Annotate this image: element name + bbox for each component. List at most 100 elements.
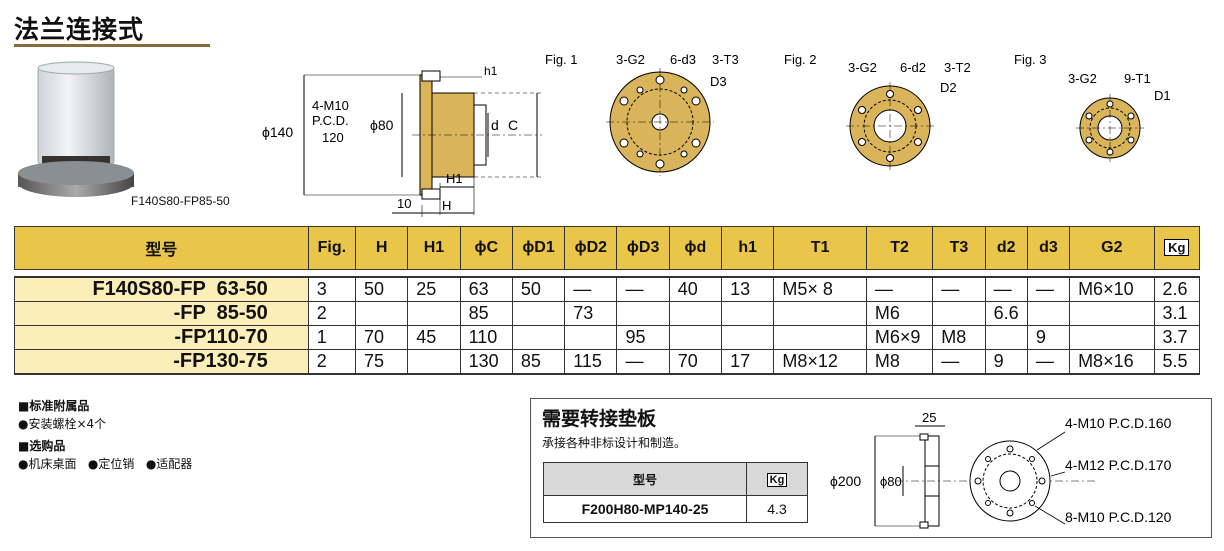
adapter-drawing: 25 ϕ200 ϕ80 4-M10 P.C.D.160 4-M12 P.C.D.…	[830, 410, 1172, 529]
fig2-d: 6-d2	[900, 60, 926, 75]
title-underline	[14, 44, 210, 47]
table-cell	[1069, 301, 1155, 326]
col-header: ϕd	[668, 226, 723, 270]
figure-3: Fig. 3 3-G2 9-T1 D1	[1014, 52, 1171, 162]
col-header: T3	[932, 226, 986, 270]
table-cell	[1026, 301, 1071, 326]
model-cell: F140S80-FP 63-50	[14, 276, 309, 302]
table-cell: M6×9	[865, 325, 934, 350]
adapter-callout-1: 4-M10 P.C.D.160	[1065, 415, 1172, 431]
fig3-D: D1	[1154, 88, 1171, 103]
fig3-t: 9-T1	[1124, 71, 1151, 86]
col-header: h1	[721, 226, 775, 270]
table-cell	[984, 325, 1028, 350]
fig1-d: 6-d3	[670, 52, 696, 67]
adapter-callout-2: 4-M12 P.C.D.170	[1065, 457, 1172, 473]
table-cell	[616, 301, 670, 326]
fig2-g: 3-G2	[848, 60, 877, 75]
col-header: H	[354, 226, 409, 270]
adapter-col-model: 型号	[543, 462, 747, 496]
table-cell: 63	[459, 276, 513, 302]
table-cell: 3.7	[1153, 325, 1201, 350]
dim-10: 10	[397, 196, 411, 211]
table-cell	[511, 301, 566, 326]
page-title: 法兰连接式	[14, 15, 145, 44]
table-cell: 9	[984, 349, 1028, 375]
table-cell	[407, 301, 461, 326]
dim-m10-line1: 4-M10	[312, 98, 349, 113]
table-cell: 115	[564, 349, 618, 375]
photo-caption: F140S80-FP85-50	[131, 194, 230, 208]
fig1-label: Fig. 1	[545, 52, 578, 67]
optional-title: ■选购品	[18, 439, 66, 453]
col-header: ϕD2	[564, 226, 618, 270]
table-cell	[354, 301, 409, 326]
table-cell: —	[1026, 276, 1071, 302]
table-cell: 95	[616, 325, 670, 350]
product-photo	[18, 61, 134, 197]
table-cell: 9	[1026, 325, 1071, 350]
table-cell: 75	[354, 349, 409, 375]
figure-2: Fig. 2 3-G2 6-d2 3-T2 D2	[784, 52, 971, 170]
table-cell: 85	[511, 349, 566, 375]
standard-accessories-title: ■标准附属品	[18, 399, 90, 413]
model-cell: -FP 85-50	[14, 301, 309, 326]
section-drawing: h1 ϕ140 4-M10 P.C.D. 120 ϕ80 d C H1 10 H	[262, 64, 542, 217]
table-cell: 2	[307, 301, 357, 326]
col-header: T2	[865, 226, 934, 270]
adapter-model: F200H80-MP140-25	[543, 495, 747, 523]
table-cell	[721, 325, 775, 350]
model-cell: -FP110-70	[14, 325, 309, 350]
table-cell: 25	[407, 276, 461, 302]
table-cell: 3.1	[1153, 301, 1201, 326]
table-cell: 3	[307, 276, 357, 302]
col-header-kg: Kg	[1153, 226, 1201, 270]
table-cell: —	[564, 276, 618, 302]
table-cell	[932, 301, 986, 326]
table-cell: M6	[865, 301, 934, 326]
adapter-dim-25: 25	[922, 410, 936, 425]
table-cell: 70	[354, 325, 409, 350]
col-header: H1	[407, 226, 461, 270]
adapter-phi200: ϕ200	[830, 473, 861, 489]
fig1-g: 3-G2	[616, 52, 645, 67]
dim-H1: H1	[446, 171, 463, 186]
table-cell: 85	[459, 301, 513, 326]
table-cell: 13	[721, 276, 775, 302]
adapter-subtitle: 承接各种非标设计和制造。	[542, 436, 687, 450]
table-cell: 2.6	[1153, 276, 1201, 302]
table-cell	[773, 325, 867, 350]
table-cell	[773, 301, 867, 326]
col-header: ϕD1	[511, 226, 566, 270]
table-row: F200H80-MP140-25 4.3	[543, 495, 808, 523]
fig3-g: 3-G2	[1068, 71, 1097, 86]
dim-phi140: ϕ140	[262, 124, 293, 140]
adapter-col-kg: Kg	[746, 462, 808, 496]
dim-phi80: ϕ80	[370, 117, 394, 133]
dim-m10-line2: P.C.D.	[312, 113, 349, 128]
table-cell: M8×16	[1069, 349, 1155, 375]
dim-d: d	[491, 117, 499, 133]
col-header: d2	[984, 226, 1028, 270]
table-cell: 70	[668, 349, 723, 375]
weight-icon: Kg	[1164, 239, 1190, 256]
table-cell: —	[932, 349, 986, 375]
table-cell: 110	[459, 325, 513, 350]
col-header: 型号	[14, 226, 309, 270]
table-cell: 5.5	[1153, 349, 1201, 375]
adapter-callout-3: 8-M10 P.C.D.120	[1065, 509, 1172, 525]
table-cell	[668, 301, 723, 326]
col-header: ϕC	[459, 226, 513, 270]
table-cell: 17	[721, 349, 775, 375]
dim-m10-line3: 120	[322, 130, 344, 145]
table-header-row: 型号 Fig. H H1 ϕC ϕD1 ϕD2 ϕD3 ϕd h1 T1 T2 …	[14, 226, 1201, 270]
table-cell: —	[865, 276, 934, 302]
table-cell: 73	[564, 301, 618, 326]
dim-h1: h1	[484, 64, 498, 78]
notes-block: ■标准附属品 ●安装螺栓×4个 ■选购品 ●机床桌面 ●定位销 ●适配器	[18, 397, 192, 473]
table-cell: 6.6	[984, 301, 1028, 326]
standard-accessories-item: ●安装螺栓×4个	[18, 417, 107, 431]
table-cell	[1069, 325, 1155, 350]
